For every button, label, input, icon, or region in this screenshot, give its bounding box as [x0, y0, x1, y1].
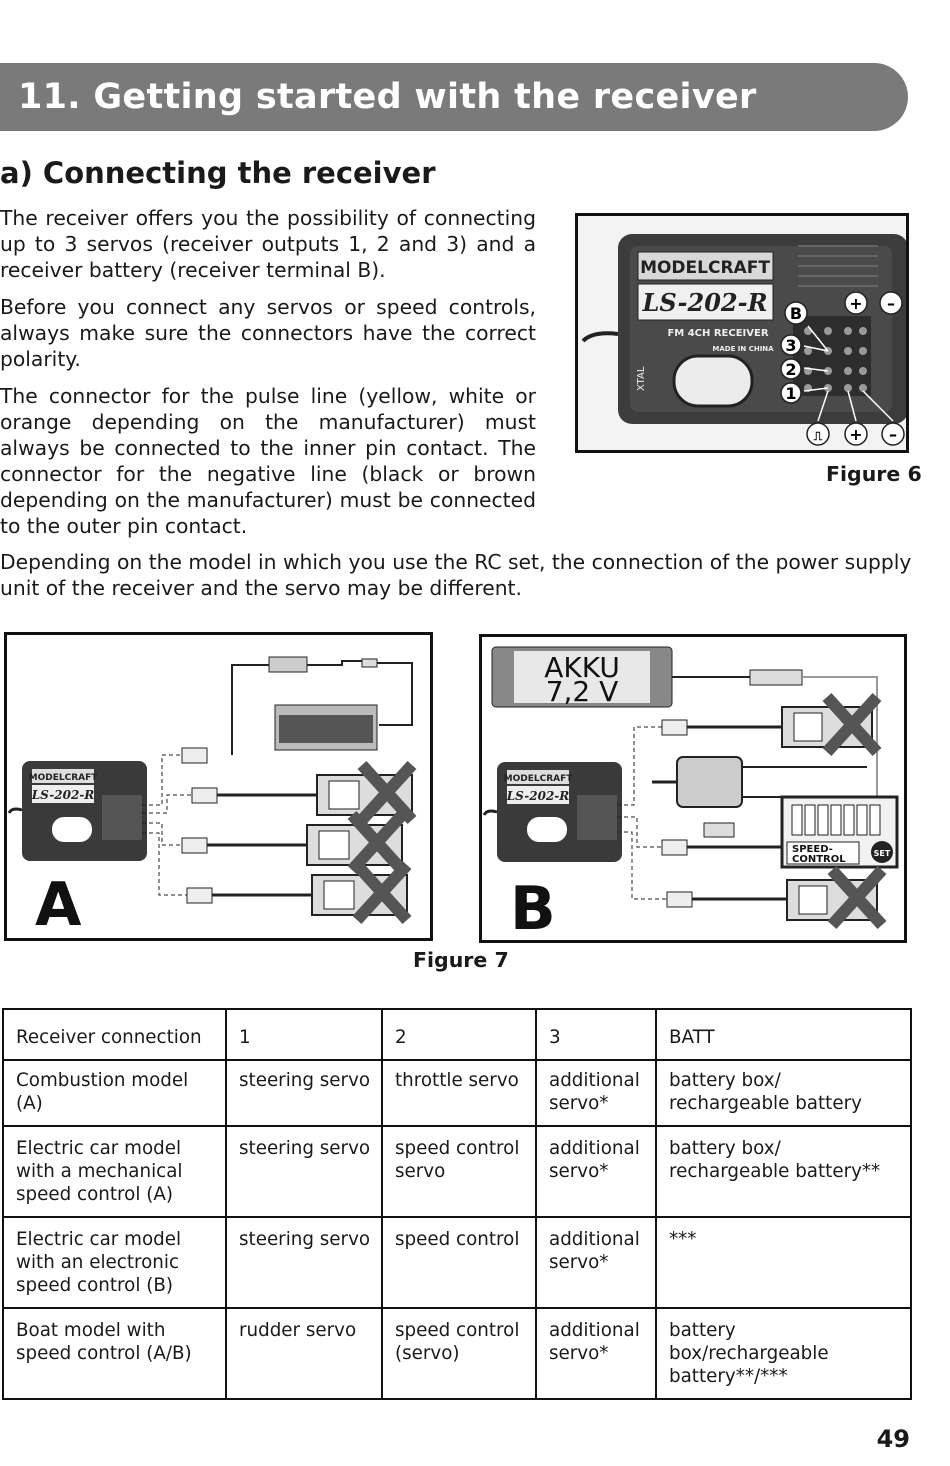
- table-cell: steering servo: [225, 1216, 383, 1309]
- paragraph-polarity: Before you connect any servos or speed c…: [0, 295, 536, 371]
- receiver-b-model: LS-202-R: [506, 789, 570, 803]
- pin-label-2: 2: [785, 360, 796, 379]
- receiver-b-brand: MODELCRAFT: [504, 774, 574, 784]
- pin-label-1: 1: [785, 384, 796, 403]
- table-row: Electric car model with an electronic sp…: [2, 1216, 912, 1309]
- paragraph-pulse-line: The connector for the pulse line (yellow…: [0, 384, 536, 538]
- pin-label-plus-top: +: [849, 294, 862, 313]
- subsection-title: a) Connecting the receiver: [0, 156, 436, 190]
- servo-3: [311, 860, 412, 925]
- servo-1: [316, 760, 417, 825]
- page-number: 49: [876, 1425, 910, 1453]
- header-cell: BATT: [655, 1008, 912, 1061]
- table-cell: rudder servo: [225, 1307, 383, 1400]
- pin-header: [793, 245, 878, 396]
- table-row: Boat model with speed control (A/B) rudd…: [2, 1307, 912, 1400]
- wiring-diagram-a: MODELCRAFT LS-202-R: [7, 656, 417, 940]
- figure-7-panel-a: MODELCRAFT LS-202-R: [4, 632, 433, 941]
- akku-label-line1: AKKU: [544, 651, 620, 684]
- header-cell: 3: [535, 1008, 657, 1061]
- table-cell: speed control: [381, 1216, 537, 1309]
- table-header-row: Receiver connection 1 2 3 BATT: [2, 1008, 912, 1061]
- table-row: Combustion model (A) steering servo thro…: [2, 1059, 912, 1127]
- brand-label: MODELCRAFT: [640, 258, 770, 278]
- speed-control-label-line2: CONTROL: [792, 854, 846, 865]
- table-cell: additional servo*: [535, 1125, 657, 1218]
- table-cell: battery box/rechargeable battery**/***: [655, 1307, 912, 1400]
- table-cell: Boat model with speed control (A/B): [2, 1307, 227, 1400]
- receiver-illustration: MODELCRAFT LS-202-R FM 4CH RECEIVER MADE…: [578, 216, 908, 450]
- made-in-label: MADE IN CHINA: [712, 345, 774, 353]
- wiring-diagram-b: AKKU 7,2 V MODELCRAFT LS-202-R: [482, 646, 899, 944]
- servo-b-2: [786, 865, 887, 930]
- table-cell: speed control (servo): [381, 1307, 537, 1400]
- table-cell: Electric car model with an electronic sp…: [2, 1216, 227, 1309]
- header-cell: 1: [225, 1008, 383, 1061]
- figure-7-panel-b: AKKU 7,2 V MODELCRAFT LS-202-R: [479, 634, 907, 944]
- table-cell: Electric car model with a mechanical spe…: [2, 1125, 227, 1218]
- servo-b-1: [781, 692, 882, 757]
- paragraph-power-supply: Depending on the model in which you use …: [0, 550, 912, 600]
- receiver-a-brand: MODELCRAFT: [29, 773, 99, 783]
- subtitle-label: FM 4CH RECEIVER: [667, 328, 768, 339]
- section-banner: 11. Getting started with the receiver: [0, 63, 908, 131]
- table-cell: ***: [655, 1216, 912, 1309]
- table-cell: battery box/ rechargeable battery: [655, 1059, 912, 1127]
- panel-a-letter: A: [35, 870, 82, 938]
- table-cell: battery box/ rechargeable battery**: [655, 1125, 912, 1218]
- table-cell: Combustion model (A): [2, 1059, 227, 1127]
- paragraph-intro: The receiver offers you the possibility …: [0, 206, 536, 282]
- receiver-connection-table: Receiver connection 1 2 3 BATT Combustio…: [2, 1008, 912, 1400]
- table-cell: additional servo*: [535, 1307, 657, 1400]
- figure-7-caption: Figure 7: [413, 948, 509, 972]
- header-cell: Receiver connection: [2, 1008, 227, 1061]
- pin-label-plus-bottom: +: [849, 425, 862, 444]
- table-cell: additional servo*: [535, 1059, 657, 1127]
- pin-label-b: B: [790, 304, 802, 323]
- table-row: Electric car model with a mechanical spe…: [2, 1125, 912, 1218]
- header-cell: 2: [381, 1008, 537, 1061]
- figure-6-caption: Figure 6: [826, 462, 922, 486]
- speed-control-label-line1: SPEED-: [792, 844, 833, 855]
- panel-b-letter: B: [510, 874, 556, 940]
- servo-2: [306, 810, 407, 875]
- table-cell: throttle servo: [381, 1059, 537, 1127]
- section-title: 11. Getting started with the receiver: [18, 77, 757, 117]
- table-cell: additional servo*: [535, 1216, 657, 1309]
- table-cell: steering servo: [225, 1125, 383, 1218]
- pin-label-3: 3: [785, 336, 796, 355]
- table-cell: steering servo: [225, 1059, 383, 1127]
- receiver-a-model: LS-202-R: [31, 788, 95, 802]
- xtal-label: XTAL: [636, 366, 647, 391]
- set-button-label: SET: [874, 849, 891, 858]
- pin-label-pulse: ⎍: [813, 429, 823, 443]
- speed-control-unit: SPEED- CONTROL SET: [780, 795, 899, 869]
- akku-label-line2: 7,2 V: [546, 675, 619, 708]
- figure-6-receiver-photo: MODELCRAFT LS-202-R FM 4CH RECEIVER MADE…: [575, 213, 909, 453]
- pin-label-minus-bottom: –: [889, 425, 897, 444]
- table-cell: speed control servo: [381, 1125, 537, 1218]
- model-label: LS-202-R: [641, 288, 767, 317]
- pin-label-minus-top: –: [887, 294, 895, 313]
- motor: [652, 756, 867, 808]
